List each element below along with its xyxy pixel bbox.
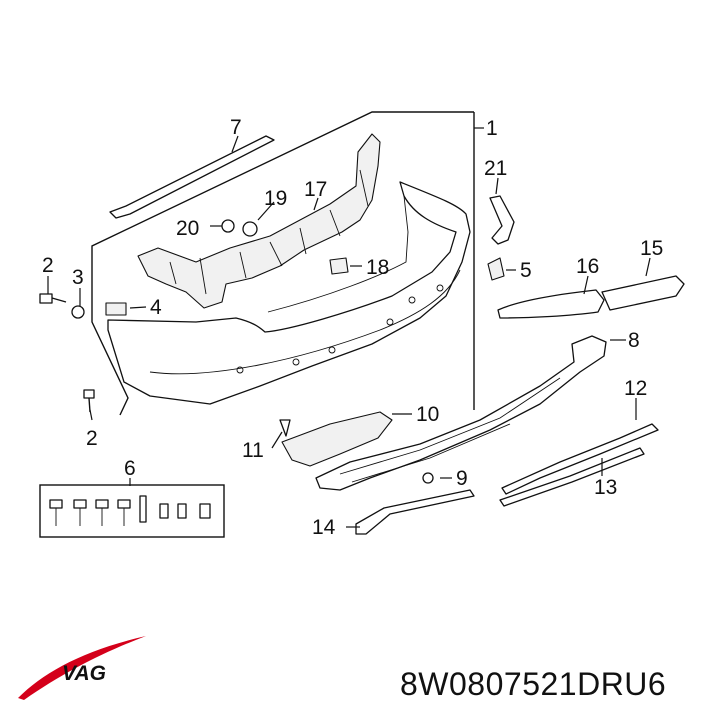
vag-logo: VAG — [18, 636, 146, 700]
part-8-detail — [339, 377, 561, 483]
part-18-clip — [329, 257, 349, 275]
callout-5: 5 — [520, 259, 532, 282]
upper-bracket — [137, 133, 381, 309]
callout-17: 17 — [304, 178, 327, 201]
callout-2-lower: 2 — [86, 427, 98, 450]
callout-20: 20 — [176, 217, 199, 240]
assembly-outline — [91, 111, 474, 416]
callout-12: 12 — [624, 377, 647, 400]
callout-13: 13 — [594, 476, 617, 499]
upper-bracket-ribs — [169, 169, 369, 295]
callout-7: 7 — [230, 116, 242, 139]
part-5-cover — [487, 257, 505, 281]
bumper-inner-line — [267, 195, 409, 313]
part-16-reflector — [497, 289, 605, 319]
part-number: 8W0807521DRU6 — [400, 666, 667, 702]
part-6-box — [39, 484, 225, 538]
callout-16: 16 — [576, 255, 599, 278]
part-7-strip — [109, 135, 275, 219]
part-20-grommet — [221, 219, 235, 233]
bumper-lower-line — [149, 269, 461, 375]
logo-text: VAG — [62, 662, 106, 685]
part-9-clip — [422, 472, 434, 484]
part-11-screw — [279, 419, 291, 437]
logo-swoosh — [18, 636, 146, 700]
callout-9: 9 — [456, 467, 468, 490]
part-6-fasteners — [49, 495, 211, 526]
callout-1: 1 — [486, 117, 498, 140]
bumper-cover — [107, 181, 471, 405]
part-2-screw-lower — [83, 389, 95, 413]
part-3-nut — [71, 305, 85, 319]
callout-15: 15 — [640, 237, 663, 260]
callout-14: 14 — [312, 516, 336, 539]
callout-19: 19 — [264, 187, 287, 210]
part-10-bracket — [281, 411, 393, 467]
callout-11: 11 — [242, 439, 264, 462]
part-14-strip — [355, 489, 475, 535]
part-4-clip — [105, 302, 127, 316]
callout-4: 4 — [150, 296, 162, 319]
parking-sensor-holes — [236, 284, 444, 374]
part-13-trim — [499, 447, 645, 507]
callout-3: 3 — [72, 266, 84, 289]
part-8-diffuser — [315, 335, 607, 491]
part-19-nut — [242, 221, 258, 237]
part-2-screw-upper — [39, 293, 67, 304]
callout-6: 6 — [124, 457, 136, 480]
callout-2-upper: 2 — [42, 254, 54, 277]
part-12-trim — [501, 423, 659, 495]
part-15-reflector — [601, 275, 685, 311]
callout-10: 10 — [416, 403, 439, 426]
callout-18: 18 — [366, 256, 389, 279]
callout-8: 8 — [628, 329, 640, 352]
part-21-bracket — [489, 195, 515, 245]
leader-lines — [47, 127, 651, 528]
callout-21: 21 — [484, 157, 507, 180]
